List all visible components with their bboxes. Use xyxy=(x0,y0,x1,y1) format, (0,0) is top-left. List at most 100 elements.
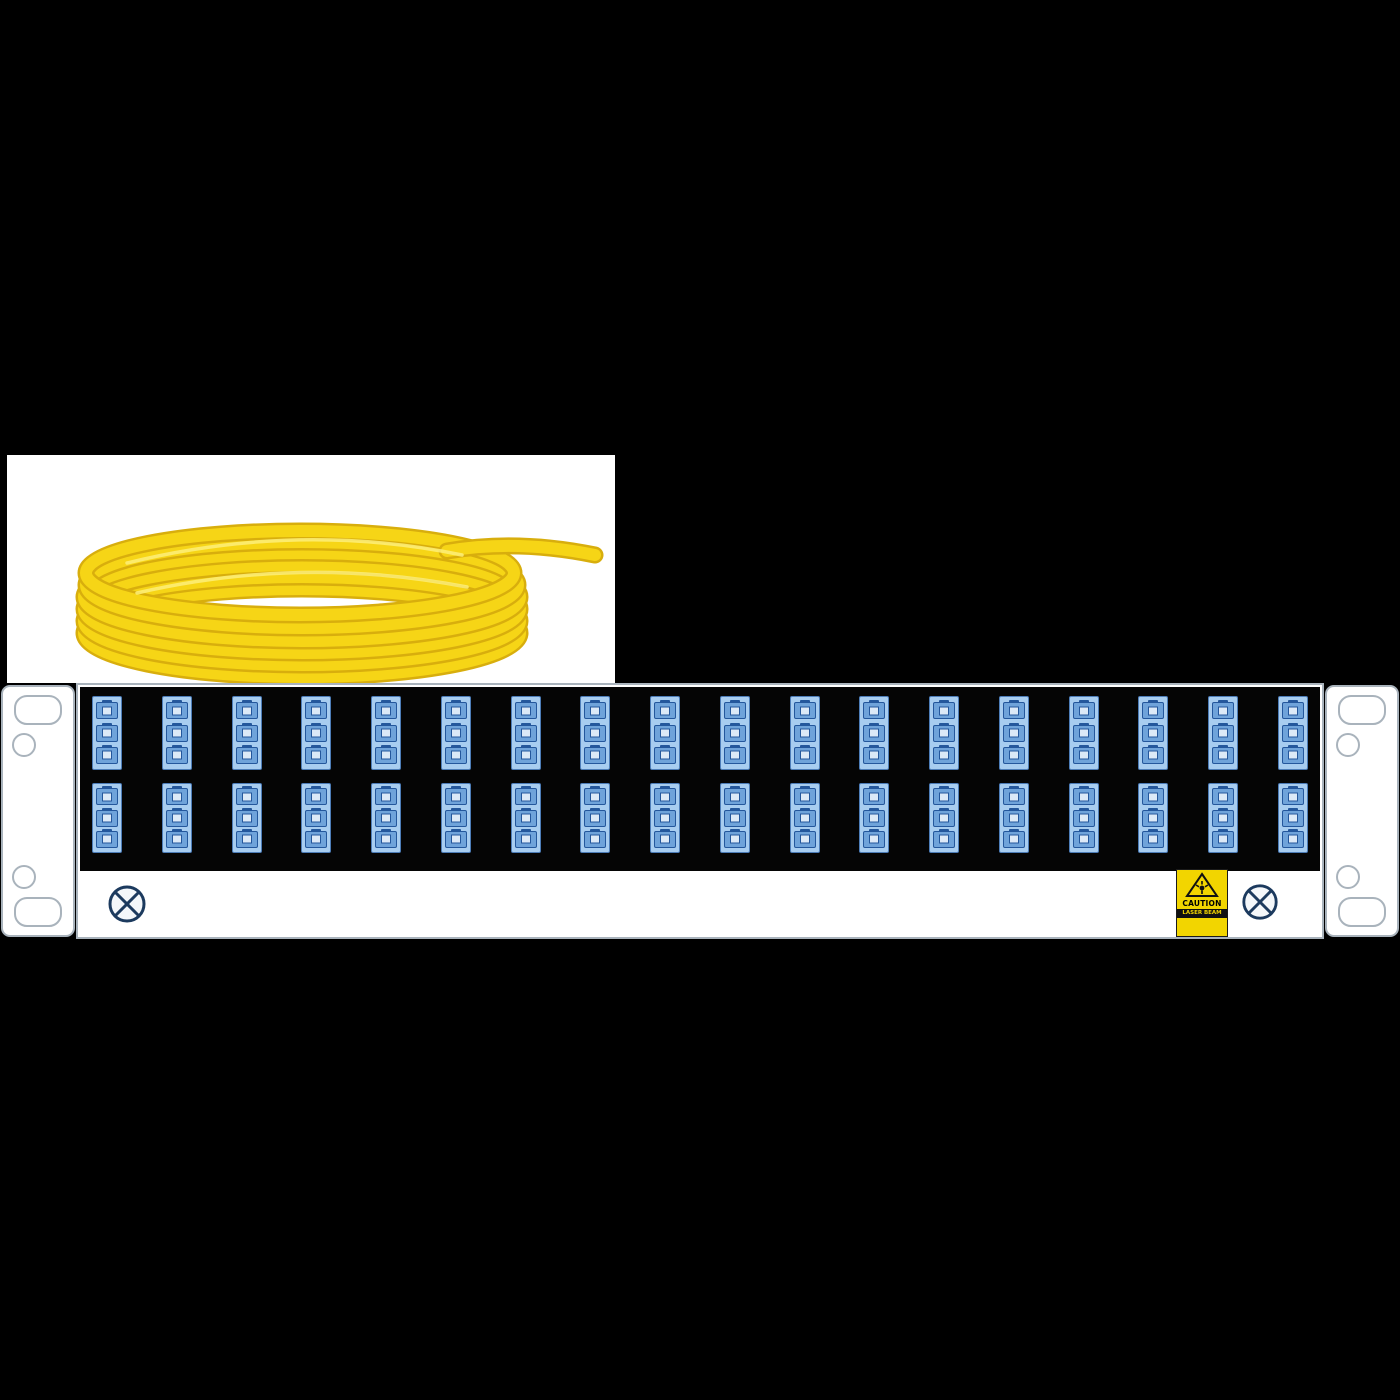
lc-latch xyxy=(241,744,252,748)
lc-ferrule-hole xyxy=(1078,750,1089,760)
lc-latch xyxy=(590,807,601,811)
lc-ferrule-hole xyxy=(1218,728,1228,738)
lc-ferrule-hole xyxy=(1148,728,1159,738)
lc-latch xyxy=(729,807,740,811)
lc-latch xyxy=(1218,744,1228,748)
lc-latch xyxy=(381,807,391,811)
lc-ferrule-hole xyxy=(1287,728,1298,738)
lc-port xyxy=(96,807,118,827)
mounting-slot-icon xyxy=(14,897,62,927)
lc-ferrule-hole xyxy=(1218,813,1228,823)
lc-adapter-module xyxy=(231,696,262,770)
lc-latch xyxy=(590,700,601,704)
lc-port xyxy=(863,700,886,720)
lc-ferrule-hole xyxy=(1148,750,1159,760)
lc-ferrule-hole xyxy=(311,834,322,844)
lc-adapter-module xyxy=(510,783,541,853)
lc-latch xyxy=(450,744,461,748)
lc-adapter-module xyxy=(998,696,1029,770)
lc-latch xyxy=(660,744,670,748)
lc-latch xyxy=(241,700,252,704)
lc-latch xyxy=(311,828,322,832)
lc-port xyxy=(235,807,258,827)
fiber-patch-panel: CAUTION LASER BEAM xyxy=(0,683,1400,941)
lc-port xyxy=(1142,786,1165,806)
lc-latch xyxy=(939,786,949,790)
lc-ferrule-hole xyxy=(939,792,949,802)
lc-latch xyxy=(729,828,740,832)
mounting-ear-left xyxy=(1,685,75,937)
lc-port xyxy=(723,828,746,848)
lc-latch xyxy=(939,700,949,704)
lc-port xyxy=(933,807,955,827)
lc-ferrule-hole xyxy=(171,728,182,738)
lc-adapter-module xyxy=(929,696,959,770)
lc-ferrule-hole xyxy=(520,792,531,802)
lc-ferrule-hole xyxy=(1148,834,1159,844)
lc-latch xyxy=(1287,786,1298,790)
lc-latch xyxy=(869,786,880,790)
lc-latch xyxy=(1148,828,1159,832)
lc-ferrule-hole xyxy=(939,728,949,738)
lc-ferrule-hole xyxy=(869,728,880,738)
lc-latch xyxy=(171,700,182,704)
lc-port xyxy=(1072,786,1095,806)
lc-latch xyxy=(939,807,949,811)
lc-adapter-module xyxy=(1068,783,1099,853)
lc-ferrule-hole xyxy=(1218,834,1228,844)
lc-ferrule-hole xyxy=(1287,834,1298,844)
lc-latch xyxy=(799,786,810,790)
lc-ferrule-hole xyxy=(590,834,601,844)
lc-ferrule-hole xyxy=(1078,728,1089,738)
lc-port xyxy=(514,700,537,720)
lc-latch xyxy=(1218,700,1228,704)
lc-port xyxy=(305,786,328,806)
lc-latch xyxy=(939,828,949,832)
lc-latch xyxy=(869,807,880,811)
laser-warning-label: CAUTION LASER BEAM xyxy=(1176,869,1228,937)
lc-ferrule-hole xyxy=(520,834,531,844)
lc-port xyxy=(863,786,886,806)
lc-latch xyxy=(1078,807,1089,811)
lc-latch xyxy=(241,722,252,726)
lc-ferrule-hole xyxy=(939,750,949,760)
lc-ferrule-hole xyxy=(869,792,880,802)
lc-ferrule-hole xyxy=(171,750,182,760)
lc-port xyxy=(1072,722,1095,742)
bottom-strip: CAUTION LASER BEAM xyxy=(80,869,1320,937)
lc-ferrule-hole xyxy=(660,706,670,716)
lc-ferrule-hole xyxy=(381,728,391,738)
lc-latch xyxy=(381,722,391,726)
adapter-field xyxy=(80,687,1320,871)
lc-adapter-module xyxy=(1138,783,1169,853)
lc-ferrule-hole xyxy=(311,813,322,823)
lc-ferrule-hole xyxy=(102,792,112,802)
lc-port xyxy=(1002,807,1025,827)
lc-adapter-module xyxy=(650,783,680,853)
lc-latch xyxy=(869,700,880,704)
lc-ferrule-hole xyxy=(1008,834,1019,844)
adapter-grid xyxy=(80,693,1320,857)
lc-latch xyxy=(102,744,112,748)
lc-latch xyxy=(241,786,252,790)
lc-ferrule-hole xyxy=(799,792,810,802)
lc-latch xyxy=(311,744,322,748)
lc-ferrule-hole xyxy=(520,813,531,823)
lc-latch xyxy=(1287,828,1298,832)
lc-ferrule-hole xyxy=(729,728,740,738)
lc-adapter-module xyxy=(929,783,959,853)
lc-port xyxy=(444,700,467,720)
lc-ferrule-hole xyxy=(660,792,670,802)
lc-ferrule-hole xyxy=(1148,706,1159,716)
lc-ferrule-hole xyxy=(1287,813,1298,823)
lc-port xyxy=(1142,807,1165,827)
lc-latch xyxy=(311,700,322,704)
lc-port xyxy=(1281,786,1304,806)
lc-adapter-module xyxy=(371,696,401,770)
lc-port xyxy=(1072,807,1095,827)
lc-ferrule-hole xyxy=(590,792,601,802)
lc-port xyxy=(235,700,258,720)
lc-latch xyxy=(1148,744,1159,748)
lc-port xyxy=(1212,786,1234,806)
lc-latch xyxy=(1148,700,1159,704)
